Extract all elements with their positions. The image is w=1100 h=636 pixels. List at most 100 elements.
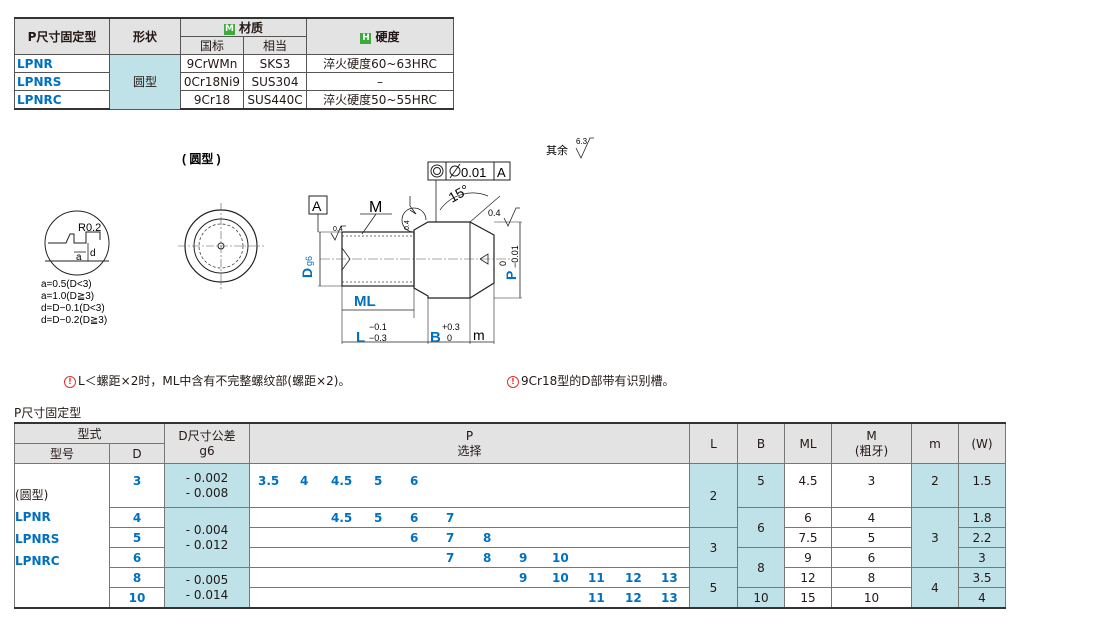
roughness-symbol-icon	[575, 137, 594, 159]
p-tol-low: −0.01	[510, 245, 520, 268]
small-m-value: 2	[911, 463, 959, 508]
p-options: 3.5 4 4.5 5 6	[249, 463, 690, 508]
header-b: B	[737, 422, 785, 464]
header-style: 型式	[14, 422, 165, 444]
material-equiv: SUS440C	[243, 90, 307, 110]
ml-value: 12	[784, 567, 832, 588]
material-row-code: LPNRC	[14, 90, 110, 110]
header-equiv: 相当	[243, 36, 307, 55]
angle-label: 15°	[446, 181, 472, 205]
m-value: 6	[831, 547, 912, 568]
material-std: 0Cr18Ni9	[180, 72, 244, 91]
roughness-thread: 0.4	[333, 226, 343, 233]
l-value: 2	[689, 463, 738, 528]
tolerance-group: - 0.004- 0.012	[164, 507, 250, 568]
l-dim-label: L	[356, 329, 365, 346]
d-small-label: d	[90, 248, 96, 259]
b-value: 6	[737, 507, 785, 548]
side-view: A M 0.4 0.4 0.01 A 15° 0.4	[299, 161, 522, 346]
p-dim-label: P	[503, 271, 519, 280]
l-value: 3	[689, 527, 738, 568]
end-view	[178, 203, 264, 289]
spec-section-title: P尺寸固定型	[14, 406, 82, 420]
d-value: 4	[109, 507, 165, 528]
material-row-code: LPNR	[14, 54, 110, 73]
material-hardness: 淬火硬度50~55HRC	[306, 90, 454, 110]
b-tol-low: 0	[447, 333, 452, 343]
m-value: 10	[831, 587, 912, 609]
w-value: 3	[958, 547, 1006, 568]
small-m-value: 3	[911, 507, 959, 568]
m-dim-label: m	[473, 327, 485, 343]
l-tol-low: −0.3	[369, 333, 387, 343]
d-dim-sub: g6	[304, 256, 314, 266]
caution-icon: !	[64, 376, 76, 388]
p-options: 11 12 13	[249, 587, 690, 609]
roughness-shoulder: 0.4	[404, 220, 411, 230]
material-std: 9CrWMn	[180, 54, 244, 73]
header-model: 型号	[14, 443, 110, 464]
material-equiv: SUS304	[243, 72, 307, 91]
formula: d=D−0.1(D<3)	[41, 303, 105, 314]
datum-ref: A	[497, 165, 506, 180]
tolerance-value: 0.01	[461, 165, 486, 180]
b-value: 5	[737, 463, 785, 508]
b-value: 10	[737, 587, 785, 609]
ml-value: 15	[784, 587, 832, 609]
header-std: 国标	[180, 36, 244, 55]
ml-value: 7.5	[784, 527, 832, 548]
a-label: a	[76, 252, 82, 263]
note-2: !9Cr18型的D部带有识别槽。	[507, 372, 674, 389]
groove-detail: R0.2 a d	[44, 210, 110, 276]
technical-drawing: ( 圆型 ) R0.2 a d a=0.5(D<3) a=1.0(D≧3) d=…	[41, 137, 594, 346]
p-options: 7 8 9 10	[249, 547, 690, 568]
header-type: P尺寸固定型	[14, 17, 110, 55]
small-m-value: 4	[911, 567, 959, 609]
b-value: 8	[737, 547, 785, 588]
material-equiv: SKS3	[243, 54, 307, 73]
note-1: !L＜螺距×2时，ML中含有不完整螺纹部(螺距×2)。	[64, 372, 350, 389]
w-value: 1.8	[958, 507, 1006, 528]
b-tol-up: +0.3	[442, 322, 460, 332]
d-value: 6	[109, 547, 165, 568]
ml-value: 6	[784, 507, 832, 528]
m-value: 5	[831, 527, 912, 548]
m-value: 3	[831, 463, 912, 508]
l-value: 5	[689, 567, 738, 609]
hardness-badge-icon: H	[360, 33, 372, 44]
formula: a=0.5(D<3)	[41, 279, 92, 290]
shape-value: 圆型	[109, 54, 181, 110]
roughness-main-value: 6.3	[576, 137, 588, 146]
header-w: (W)	[958, 422, 1006, 464]
m-label: M	[369, 199, 382, 216]
geometric-tolerance-frame: 0.01 A	[427, 161, 511, 222]
tolerance-group: - 0.005- 0.014	[164, 567, 250, 609]
model-cell: (圆型) LPNR LPNRS LPNRC	[14, 463, 110, 609]
round-shape-label: ( 圆型 )	[182, 151, 221, 166]
header-small-m: m	[911, 422, 959, 464]
caution-icon: !	[507, 376, 519, 388]
d-value: 8	[109, 567, 165, 588]
roughness-head: 0.4	[488, 208, 501, 218]
material-row-code: LPNRS	[14, 72, 110, 91]
material-std: 9Cr18	[180, 90, 244, 110]
header-ml: ML	[784, 422, 832, 464]
roughness-other-label: 其余	[546, 143, 568, 157]
w-value: 2.2	[958, 527, 1006, 548]
header-m: M(粗牙)	[831, 422, 912, 464]
d-dim-label: D	[299, 268, 315, 278]
header-shape: 形状	[109, 17, 181, 55]
p-tol-up: 0	[498, 261, 508, 266]
ml-value: 9	[784, 547, 832, 568]
datum-label: A	[312, 198, 322, 214]
b-dim-label: B	[430, 329, 441, 346]
l-tol-up: −0.1	[369, 322, 387, 332]
w-value: 1.5	[958, 463, 1006, 508]
p-options: 4.5 5 6 7	[249, 507, 690, 528]
